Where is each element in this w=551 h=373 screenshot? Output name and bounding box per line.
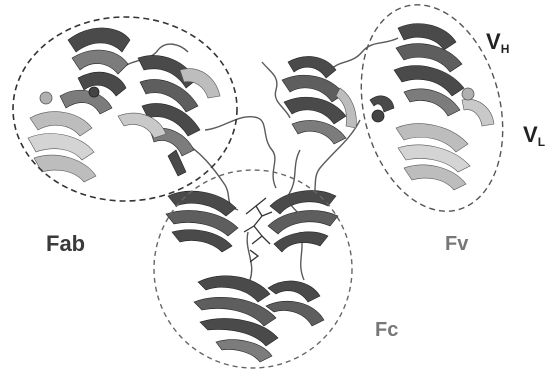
vh-label: VH: [486, 31, 509, 55]
vh-label-main: V: [486, 29, 501, 54]
vl-label-sub: L: [538, 135, 545, 149]
glycan-sticks: [244, 198, 272, 262]
fab-label-text: Fab: [46, 231, 85, 256]
hinge-loops: [120, 38, 398, 280]
fab-label: Fab: [46, 233, 85, 255]
fv-label: Fv: [445, 234, 468, 254]
heavy-chain-ribbon: [370, 24, 464, 116]
vh-label-sub: H: [501, 42, 510, 56]
fc-ribbons: [166, 191, 338, 362]
fv-ribbons: [370, 24, 494, 190]
vl-label-main: V: [523, 122, 538, 147]
heavy-chain-ribbon: [166, 191, 338, 362]
fc-label-text: Fc: [375, 319, 398, 341]
fv-label-text: Fv: [445, 233, 468, 255]
light-chain-ribbon: [396, 99, 494, 190]
fab-ribbons: [28, 28, 220, 182]
center-ribbons: [282, 56, 356, 144]
fc-label: Fc: [375, 320, 398, 340]
vl-label: VL: [523, 124, 545, 148]
